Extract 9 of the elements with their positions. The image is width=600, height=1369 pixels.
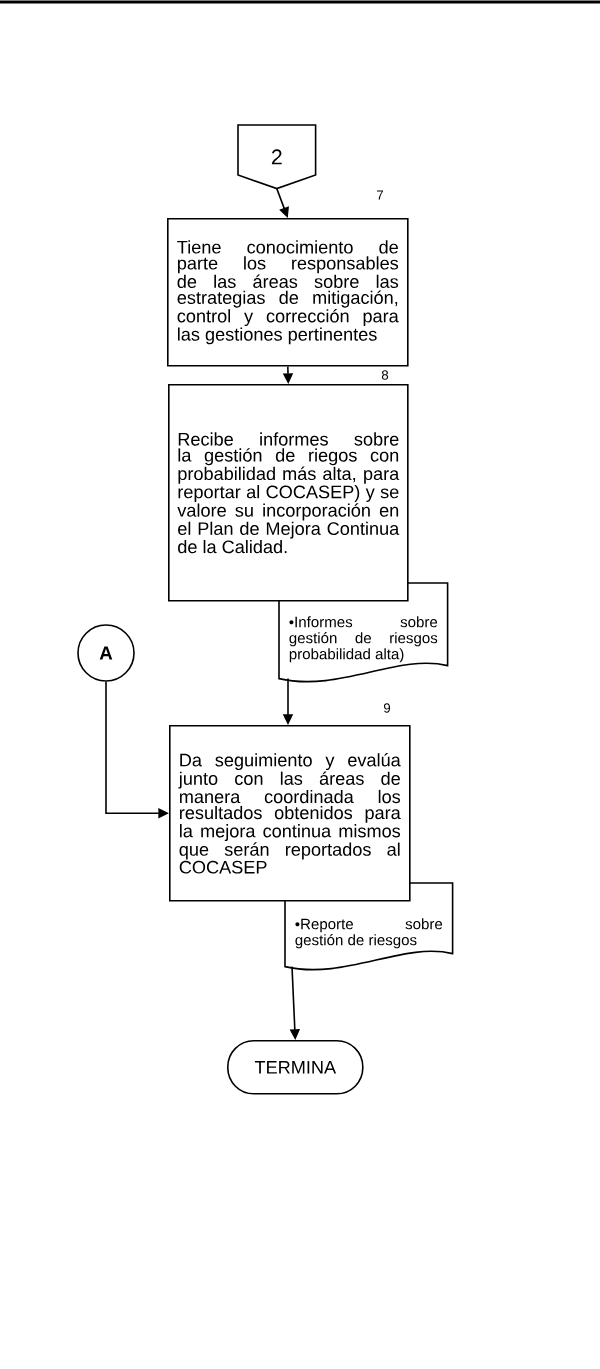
process-box: Tiene conocimiento de parte los responsables de las áreas sobre las estrategias de mitigación, control y corrección para las gestiones pertinentes [167,218,409,367]
step-number: 9 [383,703,391,713]
terminator: TERMINA [227,1040,364,1095]
step-number: 7 [377,190,384,200]
arrow [276,187,289,218]
offpage-connector: 2 [237,124,317,190]
process-box: Da seguimiento y evalúa junto con las áreas de manera coordinada los resultados obtenidos para la mejora continua mismos que serán reportados al COCASEP [169,725,411,902]
process-box: Recibe informes sobre la gestión de riegos con probabilidad más alta, para reportar al COCASEP) y se valore su incorporación en el Plan de Mejora Continua de la Calidad. [168,384,409,602]
step-number: 8 [381,370,389,380]
